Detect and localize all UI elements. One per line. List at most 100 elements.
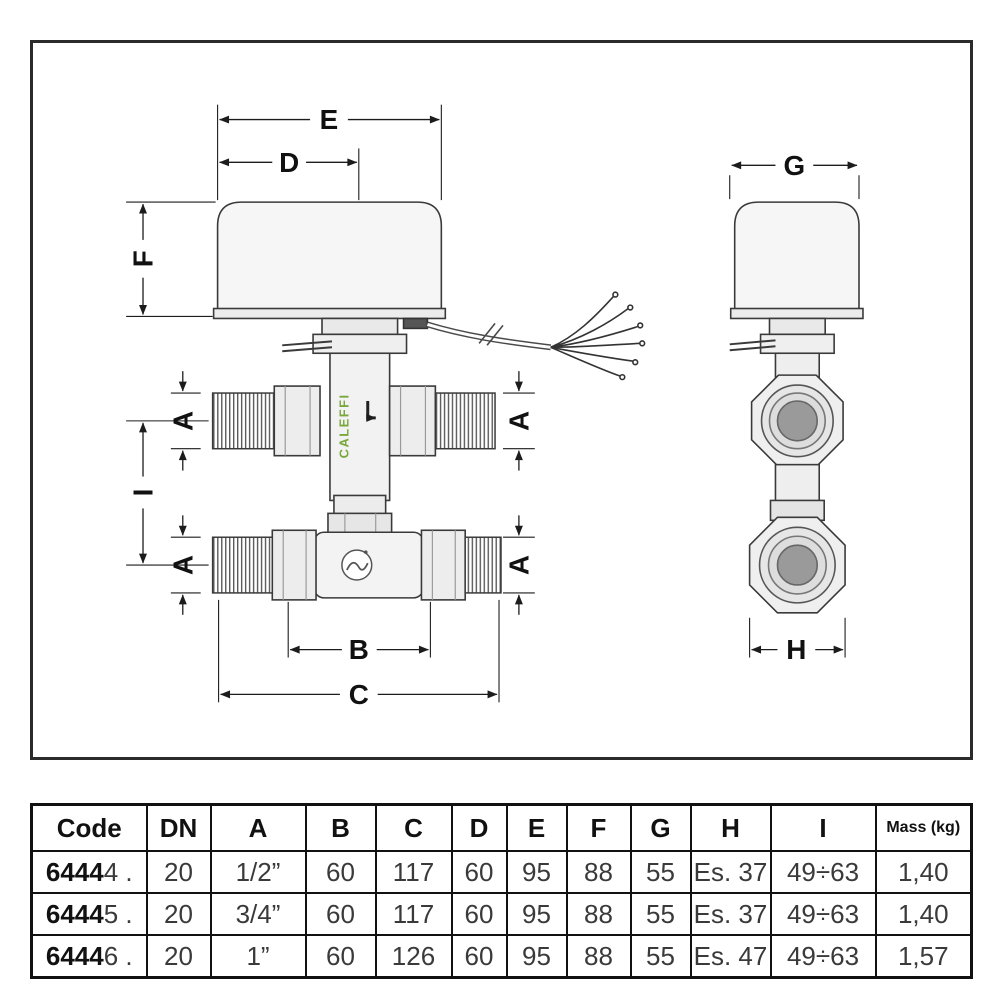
table-row-64445: 64445 . 20 3/4” 60 117 60 95 88 55 Es. 3… [30,892,973,936]
actuator-base-lip [212,307,447,320]
cell-i: 49÷63 [769,934,877,979]
lower-left-nipple [211,536,274,594]
cell-code: 64446 . [30,934,148,979]
cell-mass: 1,40 [874,892,973,936]
col-header-i: I [769,803,877,852]
col-header-d: D [450,803,508,852]
upper-right-union-nut [388,385,437,457]
manual-lever [282,340,333,347]
cell-f: 88 [565,850,632,894]
dim-label-g: G [784,150,806,181]
actuator-cable [426,291,646,381]
lower-port [776,544,819,586]
valve-dimension-drawing: CALEFFI [126,104,864,710]
upper-left-union-nut [273,385,321,457]
cell-h: Es. 37 [689,892,772,936]
cell-mass: 1,57 [874,934,973,979]
dim-label-h: H [786,634,806,665]
table-header-row: Code DN A B C D E F G H I Mass (kg) [30,803,973,852]
cell-c: 117 [374,892,453,936]
col-header-mass: Mass (kg) [874,803,973,852]
cell-code: 64444 . [30,850,148,894]
lower-right-union-nut [420,529,466,601]
cell-h: Es. 37 [689,850,772,894]
dimension-table: Code DN A B C D E F G H I Mass (kg) 6444… [30,803,973,979]
actuator-front [216,201,443,318]
table-row-64446: 64446 . 20 1” 60 126 60 95 88 55 Es. 47 … [30,934,973,979]
lower-right-nipple [464,536,502,594]
col-header-b: B [304,803,377,852]
upper-port [776,400,819,442]
upper-left-nipple [211,392,276,450]
side-neck [768,317,826,336]
cell-g: 55 [629,850,692,894]
flow-arrow-icon [366,400,377,422]
cell-i: 49÷63 [769,892,877,936]
front-view [211,201,502,601]
dim-label-a-upper-right: A [503,411,534,431]
side-view [729,201,864,614]
col-header-h: H [689,803,772,852]
technical-drawing-frame: CALEFFI [30,40,973,760]
cell-a: 1” [209,934,307,979]
actuator-side-lip [729,307,864,320]
cell-d: 60 [450,850,508,894]
cell-h: Es. 47 [689,934,772,979]
cell-code: 64445 . [30,892,148,936]
dim-label-e: E [320,104,339,135]
lower-left-union-nut [271,529,317,601]
dim-label-b: B [349,634,369,665]
side-lever-2 [729,345,776,352]
side-collar [759,333,835,355]
col-header-f: F [565,803,632,852]
cell-g: 55 [629,892,692,936]
cell-e: 95 [505,892,568,936]
side-body-top [774,352,821,378]
manual-lever-2 [282,346,333,353]
actuator-side [733,201,860,318]
cell-e: 95 [505,934,568,979]
cell-d: 60 [450,892,508,936]
col-header-dn: DN [145,803,212,852]
cell-f: 88 [565,934,632,979]
dim-label-a-lower-right: A [503,555,534,575]
dim-label-d: D [279,147,299,178]
cell-dn: 20 [145,892,212,936]
cell-b: 60 [304,892,377,936]
cell-c: 117 [374,850,453,894]
wire-strands [550,291,646,381]
actuator-neck [321,317,399,336]
upper-right-nipple [434,392,496,450]
dim-label-a-upper-left: A [167,411,198,431]
dimension-lines [126,104,860,703]
actuator-collar [312,333,408,355]
valve-center-body [329,352,391,502]
cell-b: 60 [304,934,377,979]
dim-label-i: I [128,489,159,497]
col-header-e: E [505,803,568,852]
col-header-a: A [209,803,307,852]
side-lever [729,339,776,346]
cell-mass: 1,40 [874,850,973,894]
dim-label-f: F [128,250,159,267]
col-header-g: G [629,803,692,852]
col-header-code: Code [30,803,148,852]
dim-label-c: C [349,679,369,710]
cell-i: 49÷63 [769,850,877,894]
brand-vertical-text: CALEFFI [336,393,351,458]
cell-f: 88 [565,892,632,936]
cell-a: 3/4” [209,892,307,936]
cable-gland [402,317,429,330]
cell-d: 60 [450,934,508,979]
dimension-table-wrap: Code DN A B C D E F G H I Mass (kg) 6444… [30,803,973,979]
cell-c: 126 [374,934,453,979]
col-header-c: C [374,803,453,852]
cell-g: 55 [629,934,692,979]
cell-dn: 20 [145,850,212,894]
dim-label-a-lower-left: A [167,555,198,575]
cell-b: 60 [304,850,377,894]
cell-dn: 20 [145,934,212,979]
cell-e: 95 [505,850,568,894]
table-row-64444: 64444 . 20 1/2” 60 117 60 95 88 55 Es. 3… [30,850,973,894]
